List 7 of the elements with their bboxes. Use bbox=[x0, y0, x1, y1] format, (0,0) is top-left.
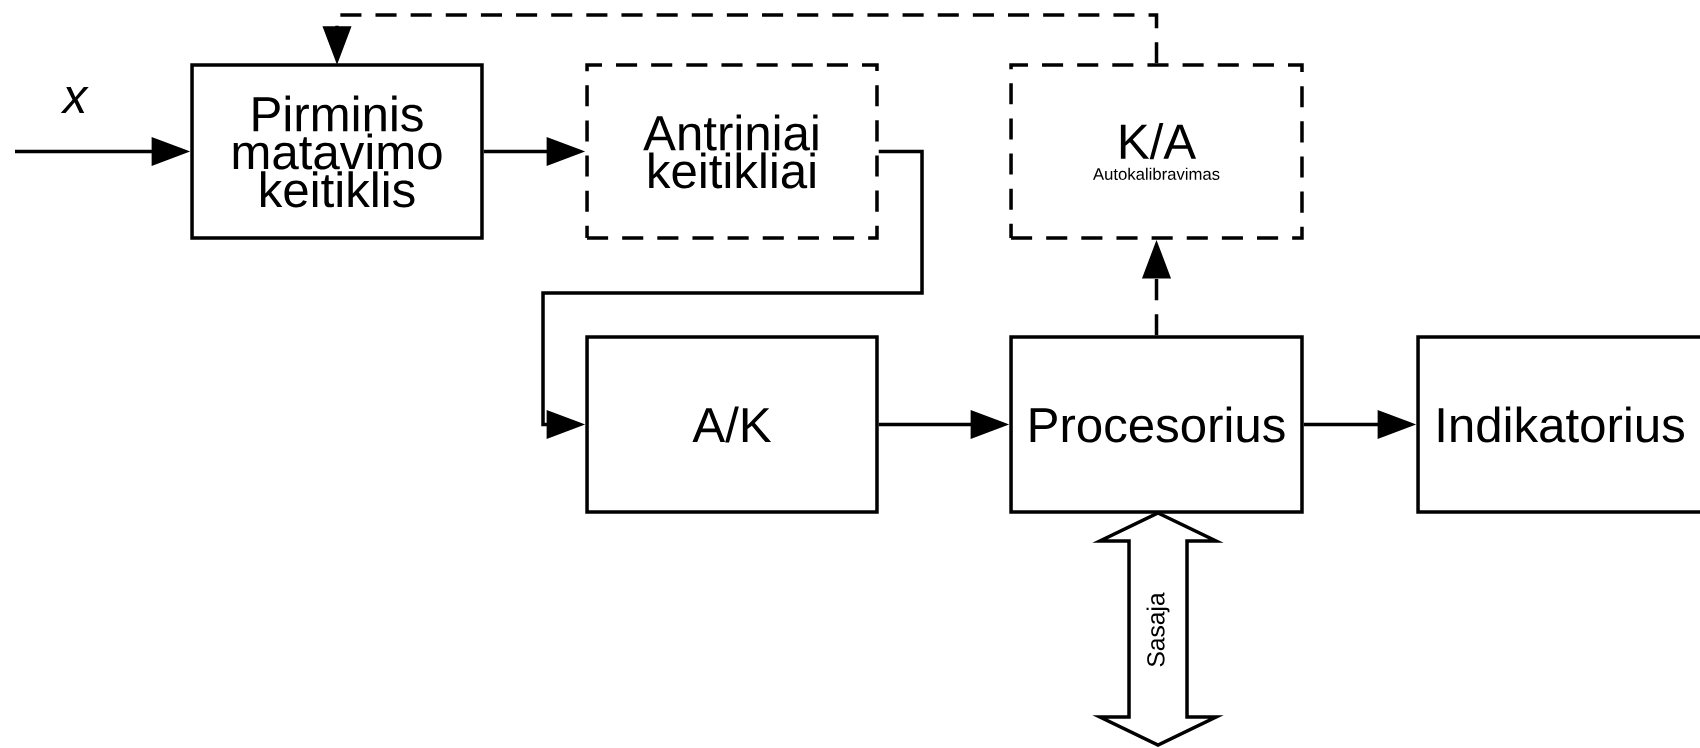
process-box: Pirminis matavimo keitiklis bbox=[190, 63, 484, 240]
process-box: A/K bbox=[585, 335, 879, 514]
process-box: Procesorius bbox=[1009, 335, 1304, 514]
edge-label: x bbox=[60, 87, 89, 113]
process-box: Indikatorius bbox=[1416, 335, 1700, 514]
process-box: Antriniai keitikliai bbox=[585, 63, 879, 240]
process-box: K/A Autokalibravimas bbox=[1009, 63, 1304, 240]
